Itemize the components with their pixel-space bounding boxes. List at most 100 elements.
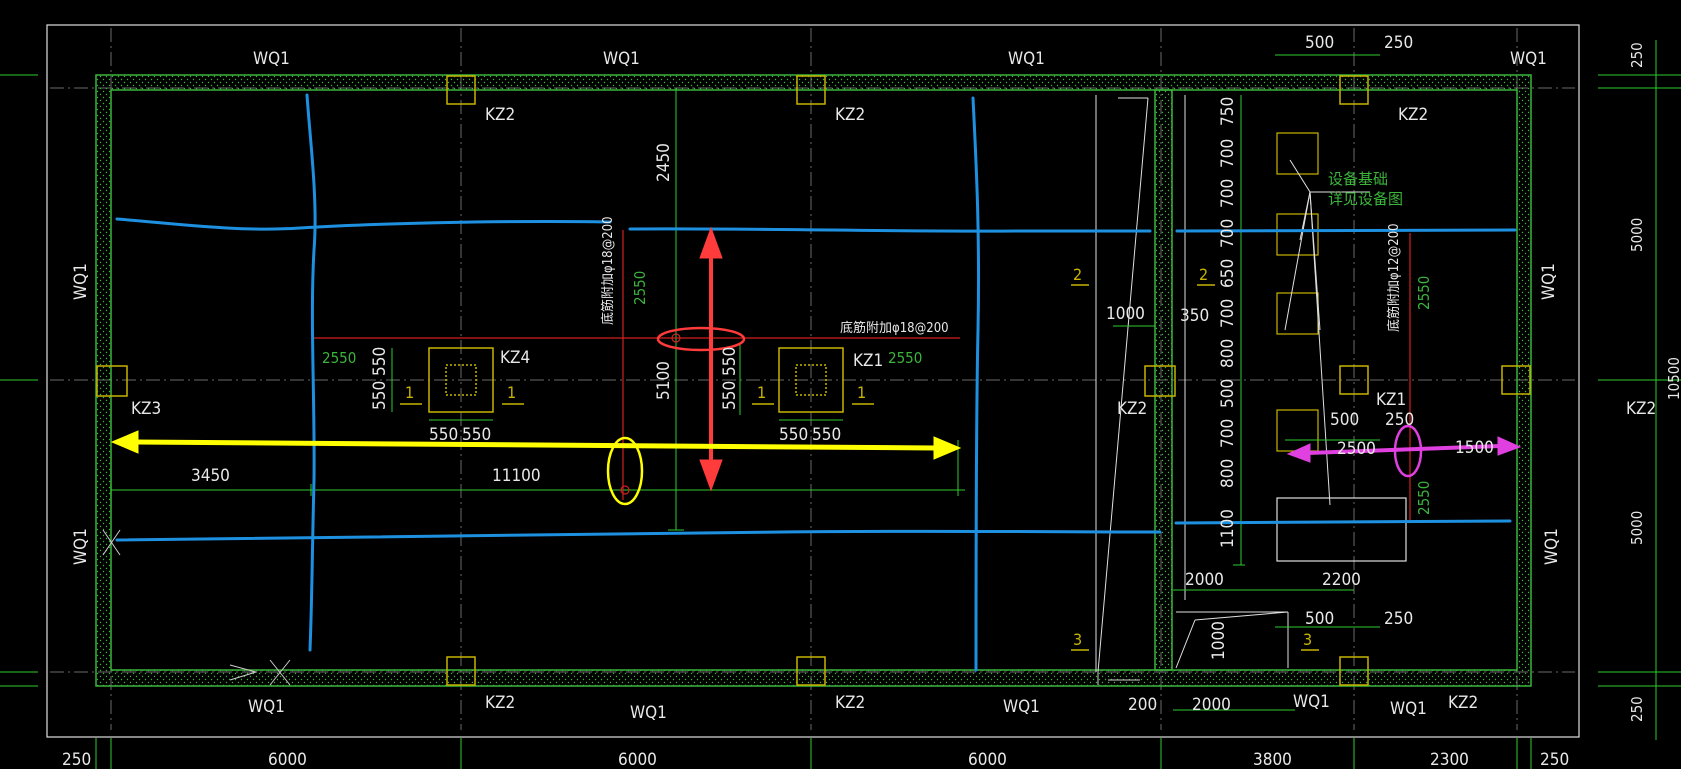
magenta-highlight-ellipse [1393, 424, 1423, 478]
wall-label-left-1: WQ1 [71, 263, 91, 300]
section-mark-1b: 1 [507, 383, 516, 402]
magenta-arrow [1286, 436, 1522, 463]
col-label-kz2-2: KZ2 [835, 105, 865, 125]
wall-label-left-2: WQ1 [71, 528, 91, 565]
wall-label-top-4: WQ1 [1510, 49, 1547, 69]
col-label-kz2-6: KZ2 [1448, 693, 1478, 713]
col-label-kz3: KZ3 [131, 399, 161, 419]
dim-col-650: 650 [1218, 259, 1238, 288]
misc-marks [102, 529, 1140, 686]
dim-col-1100: 1100 [1218, 509, 1238, 548]
dim-3450: 3450 [191, 466, 230, 486]
section-mark-1c: 1 [757, 383, 766, 402]
col-label-kz2-1: KZ2 [485, 105, 515, 125]
rebar-label-left: 底筋附加φ18@200 [600, 216, 616, 325]
dim-bottom-250-right: 250 [1540, 750, 1569, 769]
dim-2500: 2500 [1337, 439, 1376, 459]
rebar-label-mid: 底筋附加φ18@200 [840, 320, 949, 336]
dim-col-700-2: 700 [1218, 179, 1238, 208]
dim-2550-a: 2550 [631, 271, 649, 305]
wall-label-bottom-2: WQ1 [630, 703, 667, 723]
section-lines [312, 230, 1411, 520]
opening-lines [1095, 95, 1289, 673]
col-label-kz2-4: KZ2 [485, 693, 515, 713]
dim-right-250-top: 250 [1628, 42, 1646, 68]
dim-col-750: 750 [1218, 97, 1238, 126]
dim-2200: 2200 [1322, 570, 1361, 590]
dim-2550-e: 2550 [1415, 481, 1433, 515]
section-point [671, 333, 681, 343]
dim-bottom-2300: 2300 [1430, 750, 1469, 769]
dim-right-5000-bottom: 5000 [1628, 511, 1646, 545]
wall-label-bottom-4: WQ1 [1293, 692, 1330, 712]
dim-mid-250: 250 [1385, 410, 1414, 430]
yellow-highlight-ellipse [606, 436, 644, 506]
drawing-frame [46, 24, 1580, 738]
wall-label-bottom-1: WQ1 [248, 697, 285, 717]
axis-grid [50, 28, 1575, 730]
dim-2550-c: 2550 [888, 349, 922, 367]
walls [95, 74, 1532, 687]
dim-2550-b: 2550 [322, 349, 356, 367]
dim-550-b: 550 [370, 381, 390, 410]
dimension-lines [110, 54, 1380, 711]
dim-bottom-3800: 3800 [1253, 750, 1292, 769]
dim-right-250-bottom: 250 [1628, 696, 1646, 722]
dim-550-h: 550 [812, 425, 841, 445]
dim-350: 350 [1180, 306, 1209, 326]
col-label-kz1-2: KZ1 [1376, 390, 1406, 410]
dim-top-250: 250 [1384, 33, 1413, 53]
red-highlight-ellipse [656, 326, 746, 352]
equipment-pit [1276, 497, 1407, 562]
rebar-label-right: 底筋附加φ12@200 [1386, 223, 1402, 332]
dim-2000-a: 2000 [1185, 570, 1224, 590]
bottom-grid-ticks [95, 738, 1532, 769]
dim-col-700-4: 700 [1218, 299, 1238, 328]
dim-200: 200 [1128, 695, 1157, 715]
dim-1000-b: 1000 [1209, 621, 1229, 660]
dim-2000-b: 2000 [1192, 695, 1231, 715]
dim-col-500: 500 [1218, 379, 1238, 408]
dim-1000-a: 1000 [1106, 304, 1145, 324]
dim-col-700-5: 700 [1218, 419, 1238, 448]
dim-2450: 2450 [654, 143, 674, 182]
dim-bottom-6000-1: 6000 [268, 750, 307, 769]
right-grid-ticks [0, 40, 1681, 740]
wall-label-top-3: WQ1 [1008, 49, 1045, 69]
section-mark-3a: 3 [1073, 630, 1082, 649]
dim-lower-500: 500 [1305, 609, 1334, 629]
col-label-kz2-7: KZ2 [1117, 399, 1147, 419]
equipment-leader-lines [1284, 159, 1370, 506]
dim-top-500: 500 [1305, 33, 1334, 53]
dim-col-700-1: 700 [1218, 139, 1238, 168]
dim-550-e: 550 [429, 425, 458, 445]
col-label-kz1-1: KZ1 [853, 351, 883, 371]
section-mark-1d: 1 [857, 383, 866, 402]
dim-bottom-6000-2: 6000 [618, 750, 657, 769]
section-mark-3b: 3 [1303, 630, 1312, 649]
section-mark-1a: 1 [405, 383, 414, 402]
dim-550-d: 550 [720, 381, 740, 410]
equipment-foundations [1276, 132, 1319, 452]
yellow-arrow [110, 430, 962, 460]
strip-lines [115, 93, 1517, 672]
equipment-label-2: 详见设备图 [1328, 190, 1403, 208]
dim-11100: 11100 [492, 466, 541, 486]
equipment-label-1: 设备基础 [1328, 170, 1388, 188]
red-arrow [699, 226, 723, 492]
section-mark-2b: 2 [1199, 265, 1208, 284]
wall-label-top-1: WQ1 [253, 49, 290, 69]
dim-mid-500: 500 [1330, 410, 1359, 430]
dim-550-g: 550 [779, 425, 808, 445]
dim-col-700-3: 700 [1218, 219, 1238, 248]
dim-right-5000-top: 5000 [1628, 218, 1646, 252]
dim-2550-d: 2550 [1415, 276, 1433, 310]
dim-col-800-2: 800 [1218, 459, 1238, 488]
wall-label-bottom-3: WQ1 [1003, 697, 1040, 717]
dim-col-800-1: 800 [1218, 339, 1238, 368]
section-mark-2a: 2 [1073, 265, 1082, 284]
wall-label-right-2: WQ1 [1542, 528, 1562, 565]
wall-label-top-2: WQ1 [603, 49, 640, 69]
wall-label-bottom-5: WQ1 [1390, 699, 1427, 719]
